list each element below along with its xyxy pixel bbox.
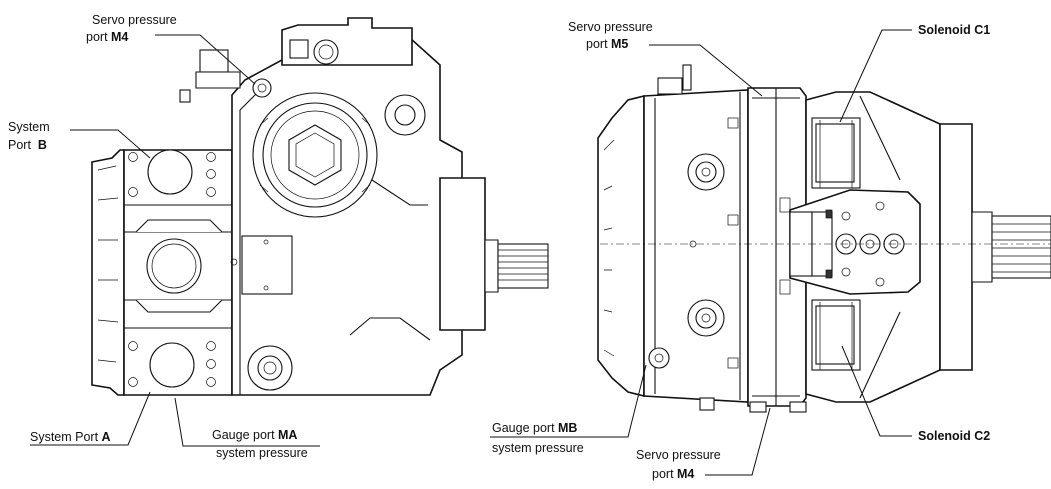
right-pump-view	[597, 64, 1051, 413]
right-shaft	[991, 215, 1051, 279]
upper-gauge-boss	[687, 153, 725, 191]
svg-text:system pressure: system pressure	[216, 446, 308, 460]
leader-lines	[30, 29, 912, 476]
lower-gauge-boss	[687, 299, 725, 337]
label-servo-m4-right: Servo pressure port M4	[636, 448, 721, 481]
label-system-port-b: System Port B	[8, 120, 50, 152]
solenoid-c2-body	[811, 299, 861, 371]
svg-text:Gauge port MB: Gauge port MB	[492, 421, 577, 435]
label-solenoid-c2: Solenoid C2	[918, 429, 990, 443]
system-port-b-circle	[128, 149, 216, 197]
label-gauge-port-ma: Gauge port MA system pressure	[205, 428, 320, 460]
svg-text:Port B: Port B	[8, 138, 47, 152]
svg-text:Solenoid C1: Solenoid C1	[918, 23, 990, 37]
left-pump-view	[91, 17, 549, 396]
svg-text:Gauge port MA: Gauge port MA	[212, 428, 297, 442]
label-gauge-port-mb: Gauge port MB system pressure	[492, 421, 584, 455]
label-servo-m5: Servo pressure port M5	[568, 20, 653, 51]
svg-text:System: System	[8, 120, 50, 134]
svg-text:port M4: port M4	[652, 467, 694, 481]
solenoid-c1-body	[811, 117, 861, 189]
svg-text:Servo pressure: Servo pressure	[92, 13, 177, 27]
servo-cover	[252, 92, 378, 218]
svg-text:system pressure: system pressure	[492, 441, 584, 455]
svg-text:Servo pressure: Servo pressure	[568, 20, 653, 34]
svg-text:System Port A: System Port A	[30, 430, 111, 444]
system-port-a-circle	[128, 341, 216, 388]
label-solenoid-c1: Solenoid C1	[918, 23, 990, 37]
svg-text:port M5: port M5	[586, 37, 628, 51]
svg-text:Solenoid C2: Solenoid C2	[918, 429, 990, 443]
label-system-port-a: System Port A	[30, 430, 111, 444]
svg-text:port M4: port M4	[86, 30, 128, 44]
label-servo-m4-left: Servo pressure port M4	[86, 13, 177, 44]
left-shaft	[497, 243, 549, 289]
svg-text:Servo pressure: Servo pressure	[636, 448, 721, 462]
